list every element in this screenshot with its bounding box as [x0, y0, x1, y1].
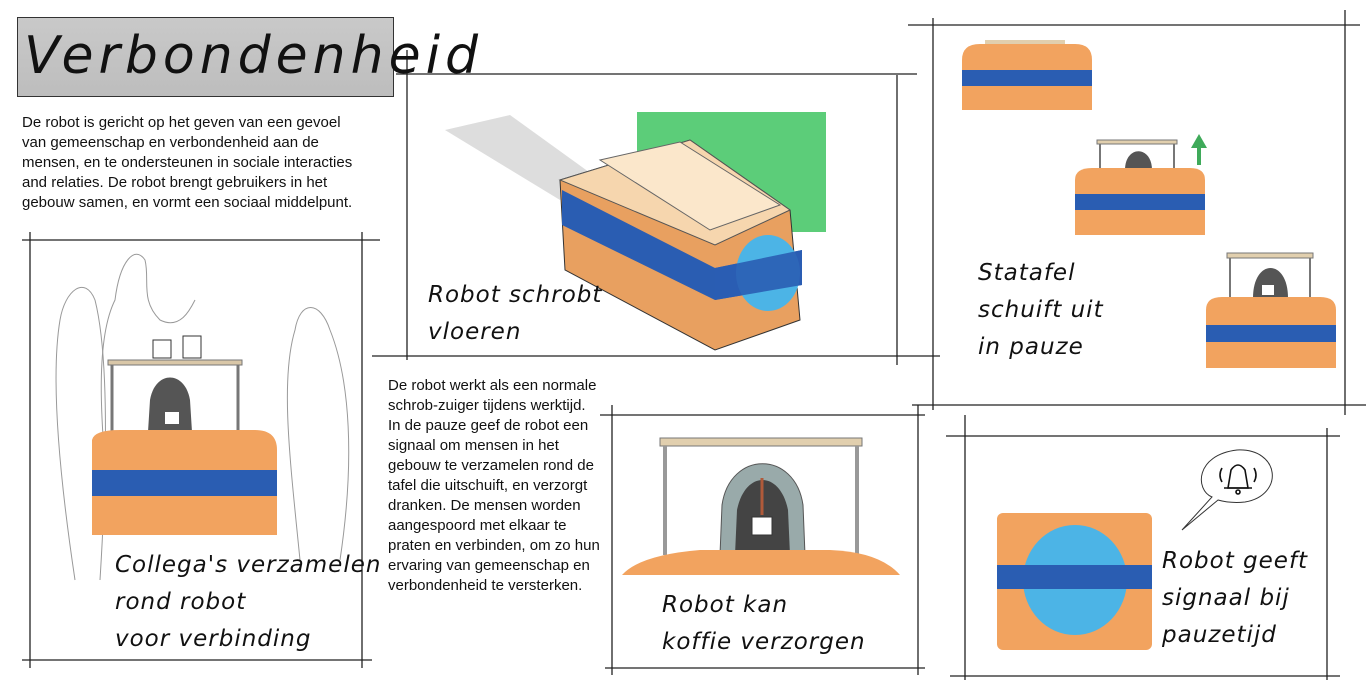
caption-colleagues: Collega's verzamelen rond robot voor ver… — [115, 547, 381, 658]
description-text: De robot werkt als een normale schrob-zu… — [388, 377, 600, 594]
bell-icon — [1219, 464, 1257, 495]
people-sketch — [55, 253, 350, 581]
caption-line: rond robot — [115, 589, 247, 615]
caption-coffee: Robot kan koffie verzorgen — [662, 587, 866, 661]
signal-illustration — [997, 449, 1273, 650]
arrow-up-icon — [1191, 134, 1207, 165]
caption-line: Statafel — [978, 260, 1076, 286]
caption-line: Robot kan — [662, 592, 789, 618]
caption-table: Statafel schuift uit in pauze — [978, 255, 1104, 366]
caption-line: voor verbinding — [115, 626, 312, 652]
intro-text: De robot is gericht op het geven van een… — [22, 114, 353, 211]
coffee-illustration — [622, 437, 900, 575]
caption-line: vloeren — [428, 319, 522, 345]
caption-line: schuift uit — [978, 297, 1104, 323]
title-box: Verbondenheid — [17, 17, 478, 97]
caption-line: in pauze — [978, 334, 1084, 360]
caption-scrub: Robot schrobt vloeren — [428, 277, 602, 351]
caption-line: koffie verzorgen — [662, 629, 866, 655]
speech-bubble — [1181, 449, 1273, 531]
caption-line: Robot geeft — [1162, 548, 1309, 574]
caption-signal: Robot geeft signaal bij pauzetijd — [1162, 543, 1308, 654]
caption-line: Collega's verzamelen — [115, 552, 382, 578]
colleagues-illustration — [55, 253, 350, 581]
page-title: Verbondenheid — [24, 26, 484, 86]
caption-line: Robot schrobt — [428, 282, 603, 308]
panel-frames — [22, 10, 1366, 680]
caption-line: signaal bij — [1162, 585, 1290, 611]
caption-line: pauzetijd — [1162, 622, 1277, 648]
scrub-illustration — [445, 112, 826, 351]
table-illustration — [962, 40, 1336, 368]
